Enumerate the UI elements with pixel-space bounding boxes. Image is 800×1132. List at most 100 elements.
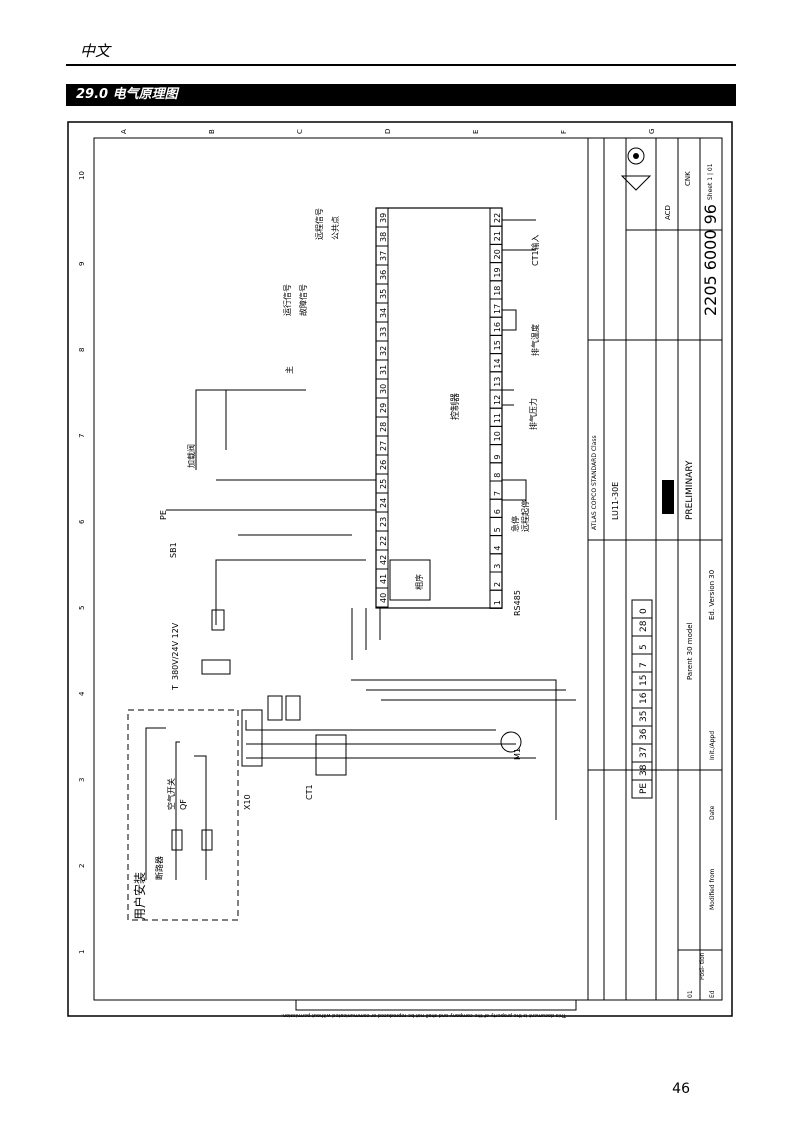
terminal-number: 23: [379, 517, 388, 527]
column-letter: E: [472, 130, 480, 134]
ct1-input-label: CT1输入: [530, 234, 540, 266]
tb-ed: Ed: [709, 990, 716, 998]
row-number: 4: [78, 691, 86, 696]
strip-number: PE: [639, 783, 649, 794]
terminal-number: 12: [493, 395, 502, 405]
terminal-number: 4: [493, 546, 502, 551]
tb-modified: Modified from: [709, 868, 716, 910]
terminal-number: 30: [379, 384, 388, 394]
terminal-number: 27: [379, 441, 388, 451]
strip-number: 28: [639, 620, 649, 632]
terminal-number: 24: [379, 498, 388, 508]
terminal-number: 6: [493, 509, 502, 514]
main-label: 主: [284, 366, 294, 374]
tb-acd: ACD: [664, 205, 672, 220]
terminal-number: 21: [493, 231, 502, 241]
tb-drawing-number: 2205 6000 96: [701, 204, 720, 316]
row-number: 5: [78, 606, 86, 610]
tb-parent: Parent 30 model: [686, 622, 694, 680]
tb-company: ATLAS COPCO STANDARD Class: [591, 435, 598, 530]
column-letter: B: [208, 129, 216, 134]
ct1-label: CT1: [305, 784, 314, 800]
terminal-number: 41: [379, 574, 388, 584]
terminal-number: 25: [379, 479, 388, 489]
fault-signal-label: 故障信号: [298, 284, 308, 316]
tb-position: Posi- tion: [699, 952, 706, 980]
terminal-number: 15: [493, 340, 502, 350]
terminal-number: 36: [379, 270, 388, 280]
tb-edition: Ed. Version 30: [708, 570, 716, 620]
strip-number: 16: [639, 692, 649, 704]
terminal-number: 22: [379, 536, 388, 546]
emergency-stop-label: 急停: [510, 516, 520, 532]
strip-number: 38: [639, 764, 649, 776]
breaker-b: [201, 829, 213, 851]
terminal-number: 26: [379, 460, 388, 470]
strip-cell: [631, 779, 653, 799]
row-number: 10: [78, 171, 86, 180]
qf-label: QF: [179, 799, 188, 810]
tb-model: LU11-30E: [611, 482, 620, 520]
ct1-block: [315, 734, 347, 776]
copyright-note: This document is the property of the com…: [281, 1012, 567, 1018]
fuse-fu4: [211, 609, 225, 631]
column-letter: C: [296, 129, 304, 134]
terminal-number: 3: [493, 564, 502, 569]
remote-signal-label: 远程信号: [314, 208, 324, 240]
motor-m1: [500, 731, 522, 753]
user-install-label: 用户安装: [132, 872, 147, 920]
terminal-number: 9: [493, 455, 502, 460]
controller-label: 控制器: [449, 393, 461, 420]
controller-box: [375, 207, 503, 609]
terminal-number: 5: [493, 527, 502, 532]
tb-sheet: Sheet 1 | 01: [707, 163, 714, 200]
row-number: 7: [78, 434, 86, 438]
strip-number: 15: [639, 675, 649, 686]
terminal-number: 35: [379, 289, 388, 299]
terminal-number: 38: [379, 232, 388, 242]
language-label: 中文: [80, 42, 111, 60]
terminal-number: 11: [493, 413, 502, 423]
fuse-fu1: [267, 695, 283, 721]
terminal-number: 10: [493, 431, 502, 441]
strip-number: 7: [639, 662, 649, 668]
strip-number: 35: [639, 711, 649, 722]
strip-number: 36: [639, 728, 649, 740]
row-number: 8: [78, 348, 86, 352]
pe-label: PE: [159, 510, 168, 520]
motor-label: M1: [513, 748, 522, 760]
rs485-label: RS485: [513, 590, 522, 616]
phase-sequence-box: [389, 559, 431, 601]
terminal-number: 40: [379, 593, 388, 603]
common-label: 公共点: [331, 216, 340, 240]
terminal-number: 14: [493, 358, 502, 368]
terminal-cell: [489, 589, 503, 609]
brand-logo: [662, 480, 674, 514]
breaker-label: 断路器: [154, 856, 164, 880]
tb-revision: 01: [687, 990, 694, 998]
row-number: 6: [78, 519, 86, 524]
air-switch-label: 空气开关: [166, 778, 176, 810]
terminal-number: 1: [493, 600, 502, 605]
run-signal-label: 运行信号: [282, 284, 292, 316]
terminal-number: 39: [379, 213, 388, 223]
column-letter: A: [120, 129, 128, 134]
row-number: 3: [78, 778, 86, 782]
terminal-number: 37: [379, 251, 388, 261]
loading-valve-label: 加载阀: [186, 444, 196, 468]
fuse-fu2: [285, 695, 301, 721]
strip-number: 5: [639, 644, 649, 650]
terminal-number: 28: [379, 422, 388, 432]
page-number: 46: [672, 1081, 690, 1097]
sb1-label: SB1: [169, 542, 178, 558]
tb-date: Date: [709, 805, 716, 820]
terminal-number: 16: [493, 322, 502, 332]
terminal-number: 19: [493, 267, 502, 277]
terminal-number: 8: [493, 473, 502, 478]
phase-sequence-label: 相序: [414, 574, 424, 590]
terminal-number: 32: [379, 346, 388, 356]
terminal-number: 34: [379, 308, 388, 318]
strip-number: 37: [639, 747, 649, 758]
terminal-number: 18: [493, 286, 502, 296]
